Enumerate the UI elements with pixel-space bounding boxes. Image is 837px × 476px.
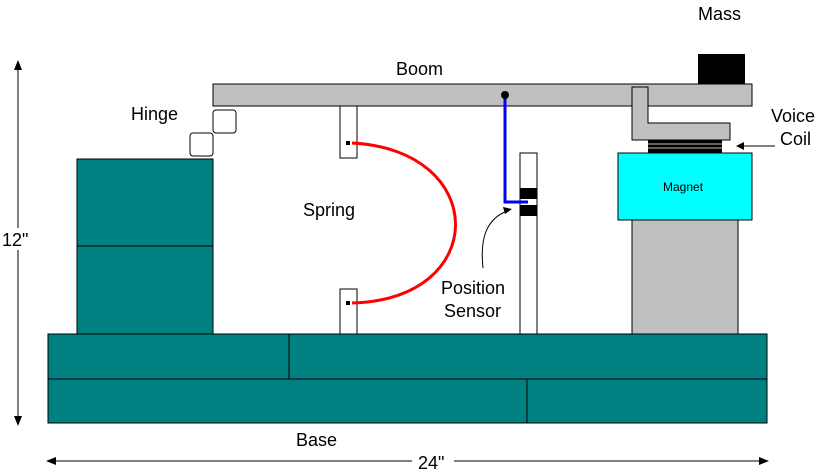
- left-support-lower: [76, 245, 214, 335]
- voice-coil-bracket: [631, 86, 731, 141]
- width-arrow-right: [759, 457, 769, 465]
- position-sensor-label-line1: Position: [441, 278, 505, 298]
- sensor-arm: [503, 95, 528, 204]
- hinge-block-lower: [189, 132, 214, 157]
- boom-label: Boom: [396, 59, 443, 79]
- base-block-bottom-left: [47, 378, 528, 424]
- hinge-label: Hinge: [131, 104, 178, 124]
- height-label-bg: [0, 228, 34, 250]
- sensor-arm-pivot: [501, 91, 509, 99]
- position-sensor-element-upper: [520, 188, 537, 199]
- left-support: [76, 158, 214, 335]
- base-block-top-right: [288, 333, 768, 380]
- position-sensor-pointer: [481, 209, 511, 269]
- width-label-bg: [412, 452, 454, 472]
- voice-coil-label-line2: Coil: [780, 129, 811, 149]
- voice-coil-bracket-shape: [631, 86, 731, 141]
- voice-coil-pointer-head: [736, 142, 744, 150]
- hinge-block-upper: [212, 109, 237, 134]
- mass-label: Mass: [698, 4, 741, 24]
- position-sensor-element-lower: [520, 205, 537, 216]
- base-label: Base: [296, 430, 337, 450]
- voice-coil-winding: [648, 140, 722, 153]
- spring: [351, 141, 457, 305]
- height-label: 12": [2, 230, 28, 250]
- magnet-support: [631, 219, 739, 335]
- width-dimension: [46, 457, 769, 465]
- height-arrow-bottom: [14, 416, 22, 426]
- base: [47, 333, 768, 424]
- magnet-label: Magnet: [663, 180, 704, 194]
- left-support-upper: [76, 158, 214, 247]
- base-block-bottom-right: [526, 378, 768, 424]
- spring-post-upper: [339, 105, 358, 159]
- base-block-top-left: [47, 333, 290, 380]
- position-sensor-pointer-head: [503, 207, 512, 214]
- voice-coil: [648, 140, 722, 153]
- spring-post-lower-pin: [346, 301, 350, 305]
- spring-post-lower: [339, 288, 358, 335]
- voice-coil-label-line1: Voice: [771, 106, 815, 126]
- spring-label: Spring: [303, 200, 355, 220]
- width-label: 24": [418, 453, 444, 473]
- position-sensor-label-line2: Sensor: [444, 301, 501, 321]
- spring-post-upper-pin: [346, 141, 350, 145]
- hinge: [189, 109, 237, 157]
- width-arrow-left: [46, 457, 56, 465]
- height-arrow-top: [14, 60, 22, 70]
- mass: [698, 54, 745, 84]
- boom: [212, 83, 753, 107]
- position-sensor-post: [519, 152, 538, 335]
- magnet: [617, 152, 753, 221]
